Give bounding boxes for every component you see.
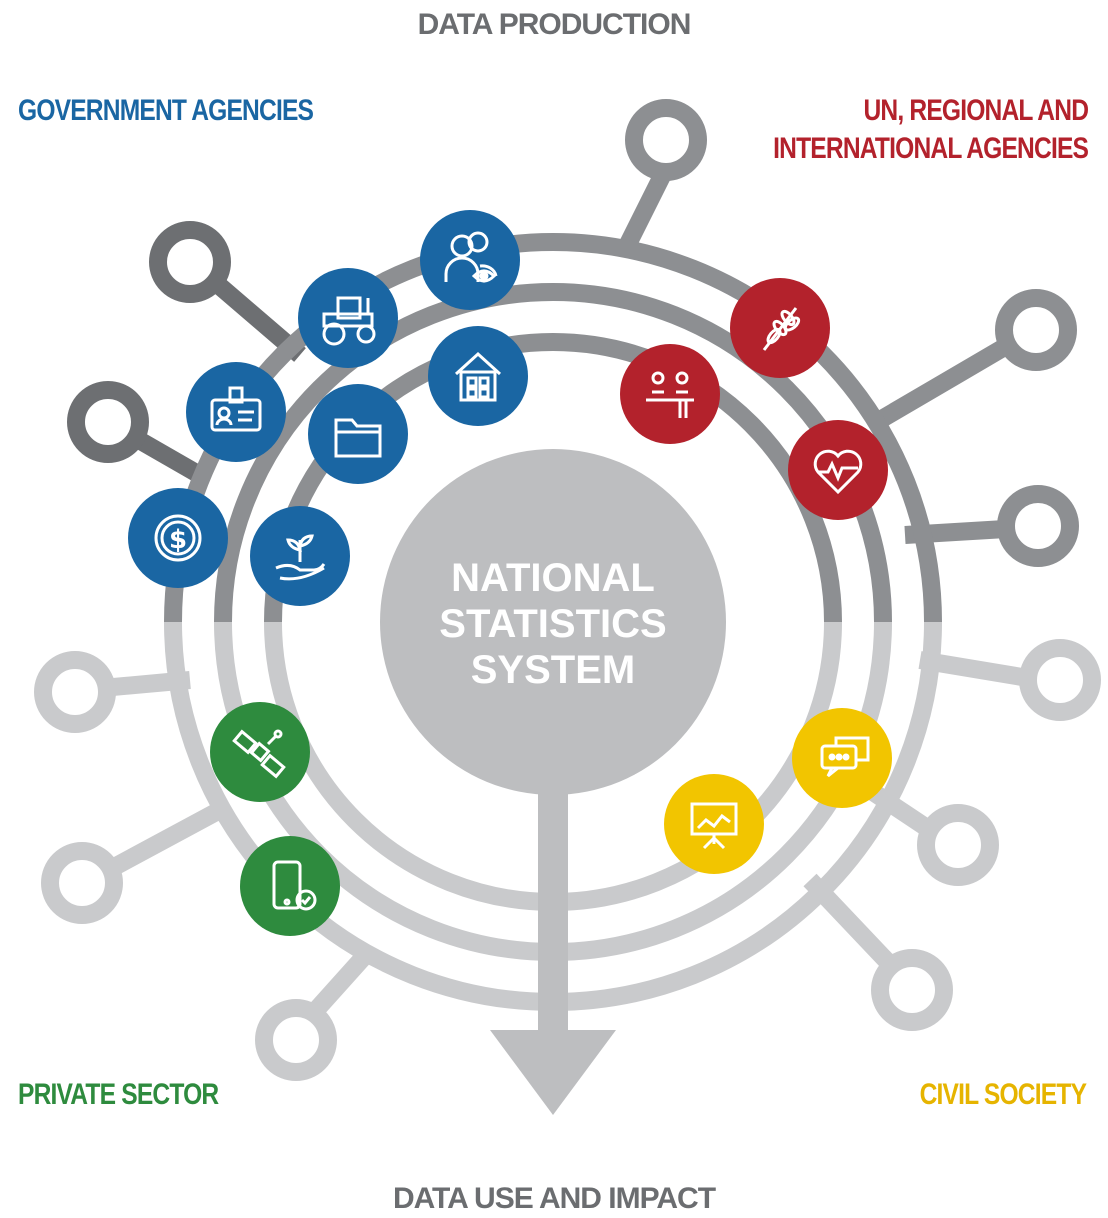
node-left <box>67 381 149 463</box>
civil-society-label: CIVIL SOCIETY <box>919 1078 1086 1111</box>
people-eye-icon <box>420 210 520 310</box>
house-icon <box>428 326 528 426</box>
node-right-lower <box>1019 639 1101 721</box>
node-bottom-left <box>255 999 337 1081</box>
folder-icon <box>308 384 408 484</box>
satellite-icon <box>210 702 310 802</box>
id-card-icon <box>186 362 286 462</box>
center-title-line3: SYSTEM <box>470 648 636 692</box>
government-agencies-label: GOVERNMENT AGENCIES <box>18 94 314 127</box>
node-upper-left <box>149 221 231 303</box>
data-use-impact-label: DATA USE AND IMPACT <box>392 1182 716 1215</box>
un-agencies-label-line1: UN, REGIONAL AND <box>863 94 1089 127</box>
center-title: NATIONAL STATISTICS SYSTEM <box>380 555 726 693</box>
mobile-phone-icon <box>240 836 340 936</box>
presentation-chart-icon <box>664 774 764 874</box>
data-production-label: DATA PRODUCTION <box>417 8 692 41</box>
un-agencies-label-line2: INTERNATIONAL AGENCIES <box>773 132 1089 165</box>
node-right-bottom <box>917 804 999 886</box>
heart-pulse-icon <box>788 420 888 520</box>
dollar-coin-icon: $ <box>128 488 228 588</box>
arrow-head <box>490 1030 616 1115</box>
node-left-bottom <box>41 842 123 924</box>
meeting-icon <box>620 344 720 444</box>
private-sector-label: PRIVATE SECTOR <box>18 1078 219 1111</box>
tractor-icon <box>298 268 398 368</box>
node-top <box>625 99 707 181</box>
center-title-line2: STATISTICS <box>439 602 667 646</box>
center-circle <box>380 449 726 795</box>
arrow-shaft <box>538 760 568 1060</box>
wheat-icon <box>730 278 830 378</box>
chat-bubbles-icon <box>792 708 892 808</box>
center-title-line1: NATIONAL <box>451 556 655 600</box>
hand-plant-icon <box>250 506 350 606</box>
node-right <box>997 485 1079 567</box>
spoke-right-upper <box>875 330 1025 428</box>
node-bottom-right <box>871 949 953 1031</box>
svg-text:$: $ <box>169 525 187 555</box>
node-right-upper <box>995 289 1077 371</box>
node-left-lower <box>34 651 116 733</box>
spoke-top <box>616 163 675 255</box>
un-agencies-label: UN, REGIONAL AND INTERNATIONAL AGENCIES <box>773 92 1089 168</box>
